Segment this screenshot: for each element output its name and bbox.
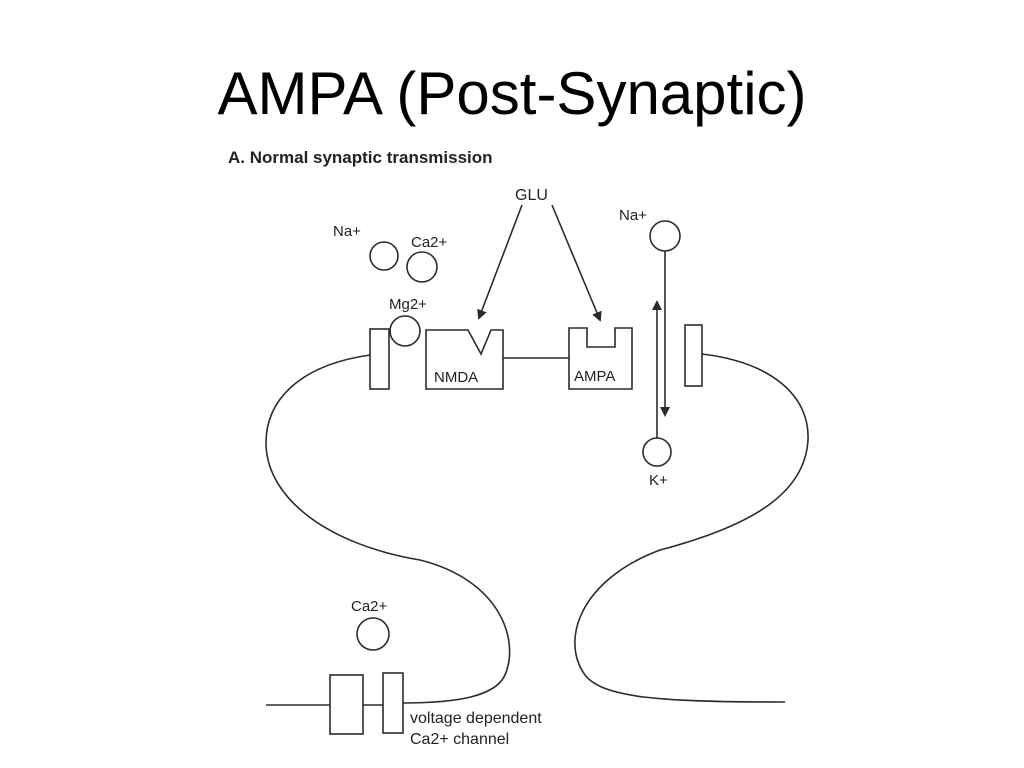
postsynaptic-membrane-left [265,354,511,704]
left-membrane-block [369,328,390,390]
na-label-right: Na+ [619,207,647,224]
vd-channel-label-line1: voltage dependent [410,710,542,727]
na-label-left: Na+ [333,223,361,240]
nmda-label: NMDA [434,369,478,386]
ca-ion-bottom [356,617,390,651]
na-ion-right [649,220,681,252]
postsynaptic-membrane-right [574,353,809,703]
ca-label-bottom: Ca2+ [351,598,388,615]
vd-channel-left-block [329,674,364,735]
k-ion [642,437,672,467]
k-label: K+ [649,472,668,489]
slide-title: AMPA (Post-Synaptic) [217,60,807,127]
ampa-receptor [568,327,633,390]
ca-label-top: Ca2+ [411,234,448,251]
glu-label: GLU [515,187,548,204]
na-ion-left [369,241,399,271]
glu-to-nmda-arrow [477,204,523,320]
ampa-label: AMPA [574,368,615,385]
mg-label: Mg2+ [389,296,427,313]
glu-to-ampa-arrow [551,204,602,322]
mg-ion [389,315,421,347]
vd-channel-label-line2: Ca2+ channel [410,731,509,748]
panel-heading: A. Normal synaptic transmission [228,148,493,167]
right-membrane-block [684,324,703,387]
vd-channel-right-block [382,672,404,734]
ca-ion-top [406,251,438,283]
nmda-receptor [425,329,504,390]
